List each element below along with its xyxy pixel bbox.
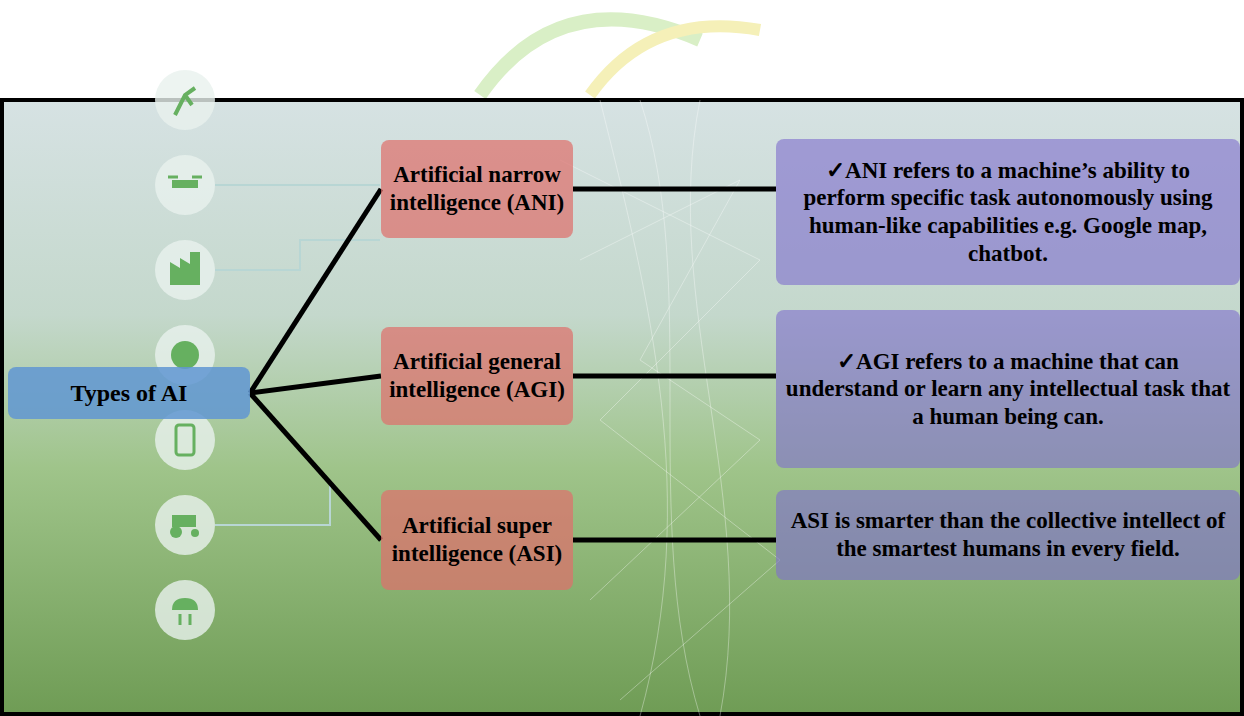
connector-line bbox=[250, 393, 381, 540]
type-box: Artificial narrow intelligence (ANI) bbox=[381, 140, 573, 238]
type-box: Artificial general intelligence (AGI) bbox=[381, 327, 573, 425]
connector-line bbox=[573, 538, 776, 543]
icon-column bbox=[155, 70, 215, 640]
type-box: Artificial super intelligence (ASI) bbox=[381, 490, 573, 590]
node-text: ✓AGI refers to a machine that can unders… bbox=[784, 348, 1232, 431]
node-text: Artificial super intelligence (ASI) bbox=[389, 512, 565, 567]
connector-line bbox=[573, 187, 776, 192]
node-text: Artificial narrow intelligence (ANI) bbox=[389, 161, 565, 216]
connector-line bbox=[250, 376, 381, 393]
root-box: Types of AI bbox=[8, 367, 250, 419]
logo-arc bbox=[590, 26, 760, 95]
connector-line bbox=[573, 374, 776, 379]
node-text: ✓ANI refers to a machine’s ability to pe… bbox=[784, 157, 1232, 267]
node-text: Types of AI bbox=[71, 379, 188, 408]
network-lines bbox=[560, 100, 780, 716]
node-text: ASI is smarter than the collective intel… bbox=[784, 507, 1232, 562]
definition-box: ✓AGI refers to a machine that can unders… bbox=[776, 310, 1240, 468]
connector-line bbox=[250, 189, 381, 393]
definition-box: ✓ANI refers to a machine’s ability to pe… bbox=[776, 139, 1240, 285]
circuit-lines bbox=[215, 185, 380, 525]
node-text: Artificial general intelligence (AGI) bbox=[389, 348, 565, 403]
definition-box: ASI is smarter than the collective intel… bbox=[776, 490, 1240, 580]
